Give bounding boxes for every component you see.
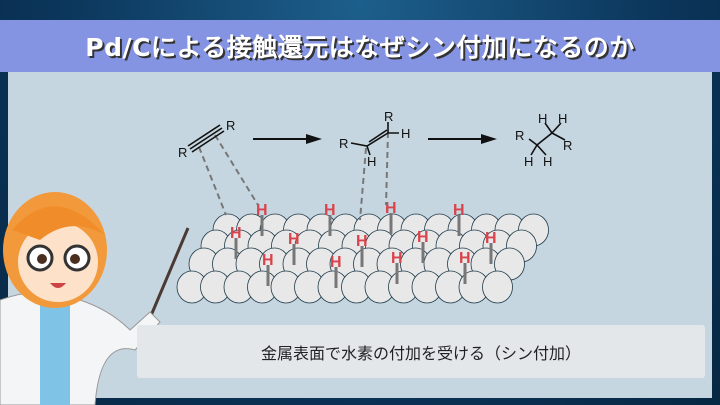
arrow-icon [428,134,497,144]
metal-surface [176,213,549,304]
r-label: R [515,128,524,143]
surface-hydrogen-label: H [485,230,497,247]
h-label: H [401,126,410,141]
r-label: R [178,145,187,160]
r-label: R [384,109,393,124]
r-label: R [339,136,348,151]
arrow-icon [253,134,322,144]
surface-hydrogen-label: H [459,250,471,267]
surface-hydrogen-label: H [356,233,368,250]
slide-title: Pd/Cによる接触還元はなぜシン付加になるのか [85,33,635,62]
r-label: R [563,138,572,153]
surface-hydrogen-label: H [324,202,336,219]
surface-hydrogen-label: H [330,254,342,271]
surface-hydrogen-label: H [288,231,300,248]
metal-atom [482,270,513,304]
alkyne-molecule [187,124,225,153]
surface-hydrogen-label: H [230,225,242,242]
surface-hydrogen-label: H [262,252,274,269]
surface-hydrogen-label: H [385,200,397,217]
h-label: H [558,111,567,126]
h-label: H [524,154,533,169]
h-label: H [538,111,547,126]
surface-hydrogen-label: H [417,229,429,246]
caption-box: 金属表面で水素の付加を受ける（シン付加） [137,325,705,378]
pointer-stick [148,227,190,319]
h-label: H [543,154,552,169]
teacher-character [0,192,190,405]
approach-lines [198,131,389,221]
surface-hydrogen-label: H [391,250,403,267]
surface-hydrogen-label: H [453,202,465,219]
alkene-molecule [350,122,399,156]
r-label: R [226,118,235,133]
alkane-molecule [528,122,566,156]
h-label: H [367,154,376,169]
caption-text: 金属表面で水素の付加を受ける（シン付加） [260,343,581,363]
surface-hydrogen-label: H [256,202,268,219]
title-bar: Pd/Cによる接触還元はなぜシン付加になるのか [0,20,720,72]
